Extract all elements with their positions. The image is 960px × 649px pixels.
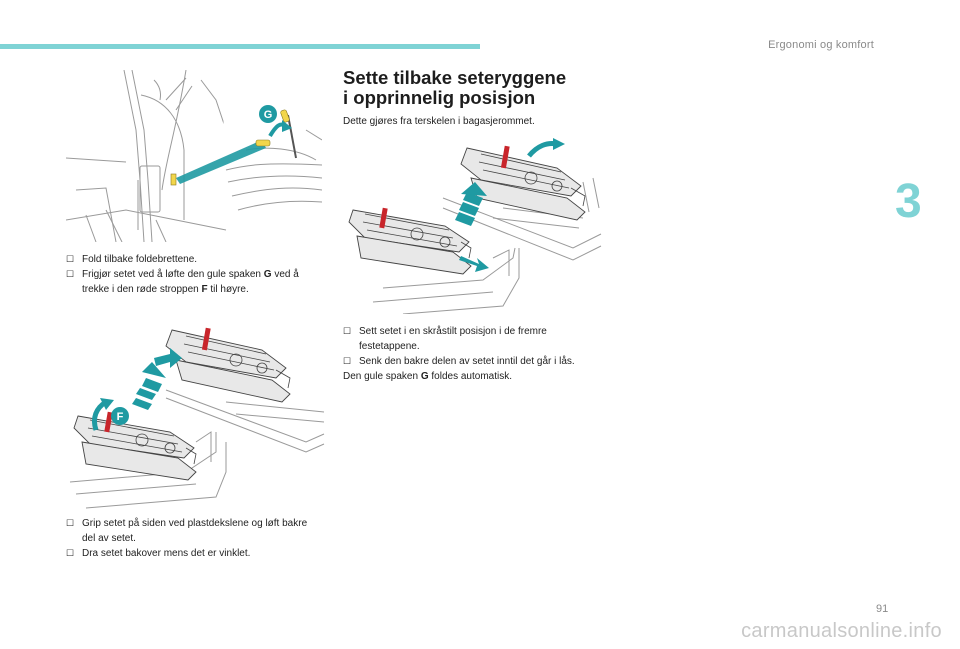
instructions-list-3: ☐Sett setet i en skråstilt posisjon i de… xyxy=(343,324,605,384)
seat-reposition-illustration xyxy=(348,138,602,314)
instructions-list-2: ☐Grip setet på siden ved plastdekslene o… xyxy=(66,516,316,561)
header-accent-bar xyxy=(0,44,480,49)
list-item: ☐Dra setet bakover mens det er vinklet. xyxy=(66,548,251,559)
seat-lift-illustration: F xyxy=(69,327,325,509)
callout-g-label: G xyxy=(264,109,273,121)
checkbox-icon: ☐ xyxy=(66,254,75,264)
list-item: ☐Sett setet i en skråstilt posisjon i de… xyxy=(343,326,547,352)
figure-reposition-seat xyxy=(343,138,603,314)
list-item: ☐Frigjør setet ved å løfte den gule spak… xyxy=(66,269,299,295)
checkbox-icon: ☐ xyxy=(66,269,75,279)
seat-lever-illustration: G xyxy=(66,70,322,242)
watermark: carmanualsonline.info xyxy=(741,620,942,642)
figure-lift-seat: F xyxy=(66,322,326,510)
chapter-number: 3 xyxy=(895,175,922,228)
list-item: ☐Senk den bakre delen av setet inntil de… xyxy=(343,356,575,367)
callout-f-label: F xyxy=(117,411,124,423)
checkbox-icon: ☐ xyxy=(343,326,352,336)
callout-g-badge xyxy=(259,105,277,123)
instructions-list-1: ☐Fold tilbake foldebrettene. ☐Frigjør se… xyxy=(66,252,326,297)
closing-note: Den gule spaken G foldes automatisk. xyxy=(343,371,512,382)
list-item: ☐Grip setet på siden ved plastdekslene o… xyxy=(66,518,308,544)
list-item: ☐Fold tilbake foldebrettene. xyxy=(66,254,198,265)
checkbox-icon: ☐ xyxy=(343,356,352,366)
checkbox-icon: ☐ xyxy=(66,548,75,558)
section-title: Ergonomi og komfort xyxy=(768,39,874,51)
figure-lever-release: G xyxy=(66,70,322,242)
callout-f-badge xyxy=(111,407,129,425)
checkbox-icon: ☐ xyxy=(66,518,75,528)
page-number: 91 xyxy=(876,603,889,615)
intro-text: Dette gjøres fra terskelen i bagasjeromm… xyxy=(343,116,535,127)
section-heading: Sette tilbake seteryggene i opprinnelig … xyxy=(343,67,567,108)
